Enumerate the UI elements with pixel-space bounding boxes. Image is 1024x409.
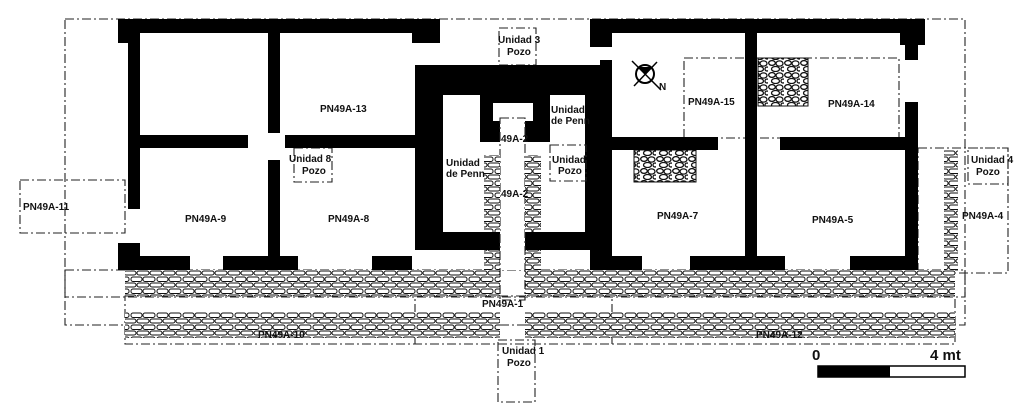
pozo-label: Unidad 4	[971, 155, 1014, 166]
unit-label: PN49A-12	[756, 330, 803, 341]
scale-start-label: 0	[812, 347, 820, 364]
pozo-label: Pozo	[302, 166, 326, 177]
unit-label: PN49A-7	[657, 211, 699, 222]
pozo-label: Pozo	[507, 358, 531, 369]
unit-label: PN49A-1	[482, 299, 524, 310]
penn-label: Unidad	[446, 158, 480, 169]
pozo-label: Unidad 3	[498, 35, 541, 46]
unit-label: PN49A-8	[328, 214, 370, 225]
unit-label: PN49A-15	[688, 97, 735, 108]
unit-label: PN49A-10	[258, 330, 305, 341]
pozo-label: Unidad	[552, 155, 586, 166]
penn-label: Unidad	[551, 105, 585, 116]
penn-label: de Penn	[551, 116, 590, 127]
unit-label: PN49A-9	[185, 214, 227, 225]
unit-label: PN49A-4	[962, 211, 1004, 222]
pozo-label: Pozo	[976, 167, 1000, 178]
central-rooms	[140, 33, 585, 270]
unit-label: PN49A-11	[23, 202, 70, 213]
penn-label: de Penn	[446, 169, 485, 180]
pozo-label: Unidad 1	[502, 346, 545, 357]
unit-label: 49A-2	[501, 134, 529, 145]
north-arrow: N	[631, 60, 666, 93]
unit-labels: PN49A-11 PN49A-9 PN49A-13 PN49A-8 PN49A-…	[23, 35, 1014, 369]
unit-label: 49A-2	[501, 189, 529, 200]
scale-end-label: 4 mt	[930, 347, 961, 364]
pozo-label: Pozo	[558, 166, 582, 177]
pozo-label: Unidad 8	[289, 154, 332, 165]
pozo-label: Pozo	[507, 47, 531, 58]
unit-label: PN49A-13	[320, 104, 367, 115]
north-label: N	[659, 82, 666, 93]
scale-bar: 0 4 mt	[812, 347, 966, 378]
unit-label: PN49A-5	[812, 215, 854, 226]
unit-label: PN49A-14	[828, 99, 875, 110]
